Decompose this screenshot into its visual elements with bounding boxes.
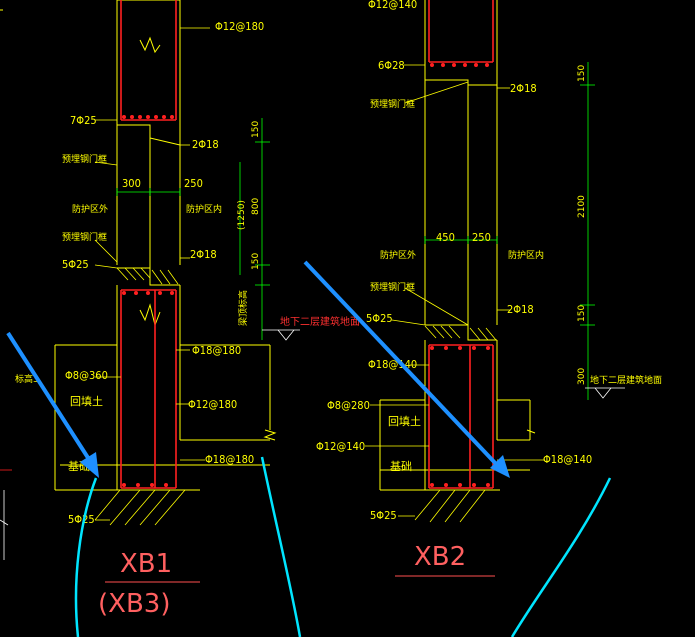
right-rebar-top: 6Φ28 [378,59,405,72]
markup-curve-right [510,477,612,637]
right-floor-label: 地下二层建筑地面 [590,374,662,386]
left-rebar-top: 7Φ25 [70,114,97,127]
right-dim-300: 300 [577,368,587,385]
right-right-mid: 2Φ18 [507,303,534,316]
right-dim-250: 250 [472,231,491,244]
left-bar-18-180: Φ18@180 [205,453,254,466]
left-rebar-bottom: 5Φ25 [68,513,95,526]
right-rebar-mid: 5Φ25 [366,312,393,325]
right-markup-arrow [303,260,510,478]
left-embedded-plate-1: 预埋钢门框 [62,153,107,165]
left-bar-180: Φ18@180 [192,344,241,357]
left-dim-250: 250 [184,177,203,190]
right-top-label: Φ12@140 [368,0,417,11]
left-dim-300: 300 [122,177,141,190]
right-foundation: 基础 [390,460,412,473]
left-markup-arrow [6,331,99,478]
left-labels: Φ12@180 7Φ25 2Φ18 预埋钢门框 300 250 防护区外 防护区… [15,20,360,619]
markup-curve-middle [260,456,302,637]
left-right-mid: 2Φ18 [190,248,217,261]
markup-curve-left [74,477,98,637]
right-wall-section [365,0,625,523]
left-side-note: 梁顶标高 [237,290,249,326]
right-bar-140: Φ18@140 [368,358,417,371]
left-subtitle: (XB3) [98,589,170,619]
left-top-label: Φ12@180 [215,20,264,33]
left-elev-label: 标高3 [15,373,39,385]
left-wall-section [0,0,300,526]
right-bar-12-140: Φ12@140 [316,440,365,453]
right-protect-in: 防护区内 [508,249,544,261]
left-title: XB1 [120,549,172,579]
right-stirrup-280: Φ8@280 [327,399,370,412]
right-embedded-plate-1: 预埋钢门框 [370,98,415,110]
left-embedded-plate-2: 预埋钢门框 [62,231,107,243]
left-backfill: 回填土 [70,394,103,408]
right-labels: Φ12@140 6Φ28 2Φ18 预埋钢门框 450 250 防护区外 防护区… [316,0,662,577]
right-title: XB2 [414,542,466,572]
right-dim-2100: 2100 [577,195,587,218]
left-dim-150a: 150 [251,121,261,138]
left-dim-800: 800 [251,198,261,215]
right-protect-out: 防护区外 [380,249,416,261]
left-right-top: 2Φ18 [192,138,219,151]
left-protect-in: 防护区内 [186,203,222,215]
markup-overlay [6,260,612,637]
right-right-top: 2Φ18 [510,82,537,95]
left-dim-1250: (1250) [237,200,247,230]
right-rebar-bottom: 5Φ25 [370,509,397,522]
left-rebar-mid: 5Φ25 [62,258,89,271]
left-dim-150b: 150 [251,253,261,270]
left-floor-label: 地下二层建筑地面 [280,315,360,328]
left-edge-marks [0,469,12,560]
right-bar-18-140: Φ18@140 [543,453,592,466]
right-backfill: 回填土 [388,414,421,428]
left-stirrup-360: Φ8@360 [65,369,108,382]
right-dim-150a: 150 [577,65,587,82]
right-dim-450: 450 [436,231,455,244]
left-protect-out: 防护区外 [72,203,108,215]
left-bar-12-180: Φ12@180 [188,398,237,411]
right-embedded-plate-2: 预埋钢门框 [370,281,415,293]
right-dim-150b: 150 [577,305,587,322]
